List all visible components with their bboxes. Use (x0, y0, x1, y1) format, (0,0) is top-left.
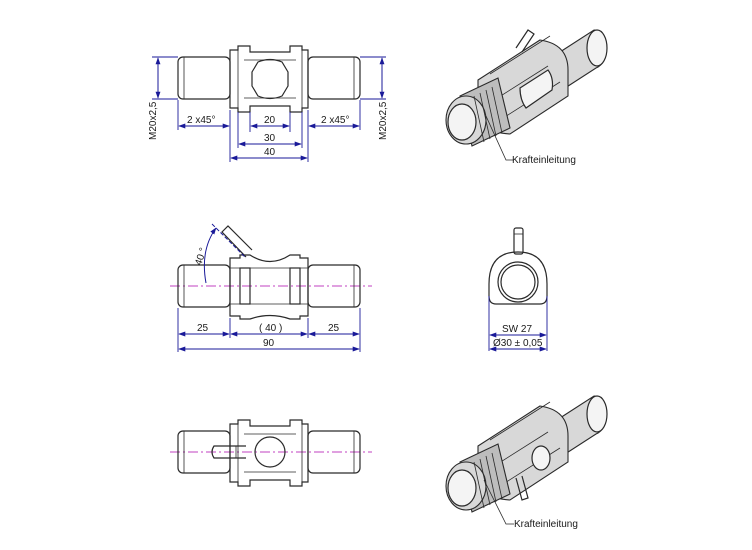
force-input-label-bottom: Krafteinleitung (514, 519, 578, 530)
length-90-label: 90 (263, 338, 275, 349)
length-25-right-label: 25 (328, 323, 340, 334)
force-input-label-top: Krafteinleitung (512, 155, 576, 166)
width-40-label: 40 (264, 147, 276, 158)
center-window (251, 58, 289, 100)
iso-view-bottom: Krafteinleitung (445, 395, 608, 530)
thread-left-label: M20x2,5 (148, 101, 159, 140)
length-25-left-label: 25 (197, 323, 209, 334)
thread-right-label: M20x2,5 (378, 101, 389, 140)
center-bore (254, 436, 286, 468)
top-view: M20x2,5 M20x2,5 2 x45° 20 2 x45° 30 40 (148, 45, 389, 162)
force-pin-side (211, 445, 246, 459)
chamfer-right-label: 2 x45° (321, 115, 349, 126)
diameter-label: Ø30 ± 0,05 (493, 338, 543, 349)
chamfer-left-label: 2 x45° (187, 115, 215, 126)
side-view: SW 27 Ø30 ± 0,05 (488, 227, 548, 352)
angle-label: 40 ° (193, 246, 209, 266)
body-outline (229, 45, 309, 113)
length-40-ref-label: ( 40 ) (259, 323, 282, 334)
iso-view-top: Krafteinleitung (445, 29, 608, 166)
wrench-size-label: SW 27 (502, 324, 532, 335)
right-threaded-stud (307, 56, 361, 100)
bottom-view (170, 419, 372, 487)
force-pin-top (513, 227, 524, 255)
left-threaded-stud (177, 56, 231, 100)
width-20-label: 20 (264, 115, 276, 126)
width-30-label: 30 (264, 133, 276, 144)
front-view: 40 ° 25 ( 40 ) 25 90 (170, 223, 372, 352)
force-pin-angled (221, 225, 253, 258)
